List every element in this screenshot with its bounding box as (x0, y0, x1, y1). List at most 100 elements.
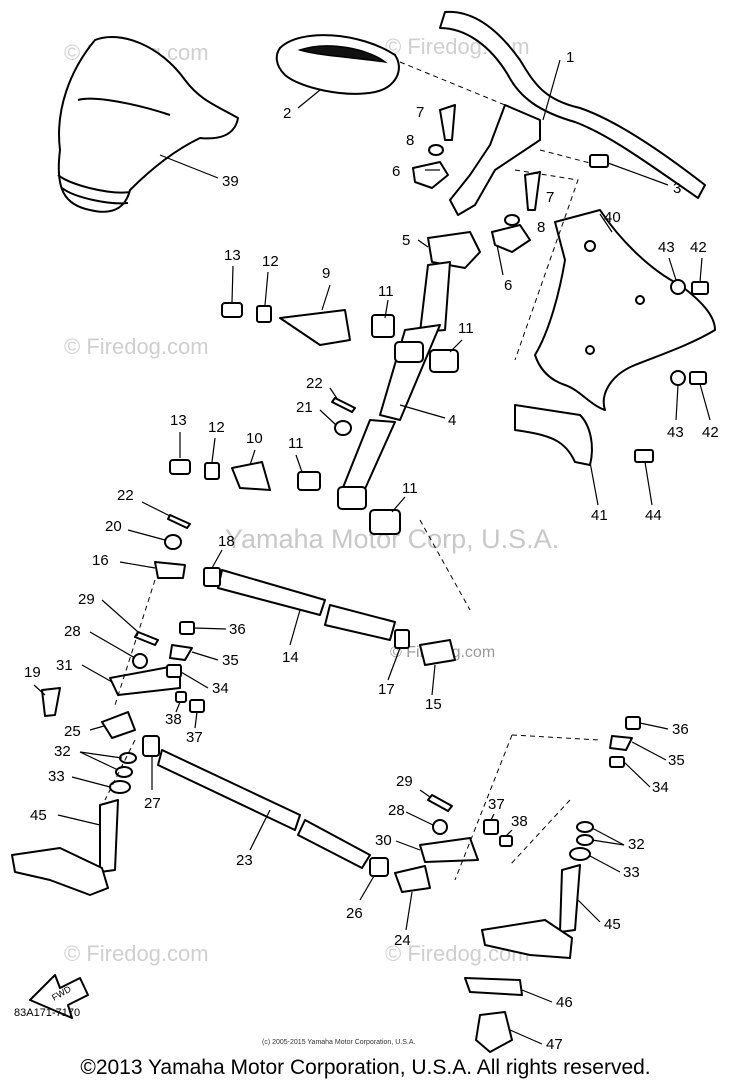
callout-24: 24 (394, 932, 411, 949)
callout-11: 11 (458, 320, 474, 337)
callout-42: 42 (690, 239, 707, 256)
part-41-guard (514, 404, 593, 466)
part-39-handle-cover (57, 35, 239, 213)
diagram-code: 83A171-7170 (14, 1007, 81, 1019)
part-44-bolt (634, 449, 654, 463)
callout-19: 19 (24, 664, 41, 681)
callout-7: 7 (416, 104, 424, 121)
callout-15: 15 (425, 696, 442, 713)
callout-14: 14 (282, 649, 299, 666)
callout-13: 13 (170, 412, 187, 429)
callout-9: 9 (322, 265, 330, 282)
callout-32: 32 (628, 836, 645, 853)
callout-7: 7 (546, 189, 554, 206)
part-5-holder (427, 231, 481, 269)
part-46-link (464, 977, 523, 996)
callout-12: 12 (208, 419, 225, 436)
callout-23: 23 (236, 852, 253, 869)
part-31-arm (109, 664, 181, 696)
callout-34: 34 (212, 680, 229, 697)
callout-43: 43 (658, 239, 675, 256)
part-42-bolt (689, 281, 709, 385)
part-17-nut (394, 629, 410, 649)
callout-28: 28 (388, 802, 405, 819)
callout-8: 8 (406, 132, 414, 149)
callout-3: 3 (673, 180, 681, 197)
part-24-ball-joint (394, 865, 431, 893)
part-18-nut (203, 567, 221, 587)
callout-27: 27 (144, 795, 161, 812)
callout-35: 35 (668, 752, 685, 769)
callout-42: 42 (702, 424, 719, 441)
callout-4: 4 (448, 412, 456, 429)
part-43-washer (670, 279, 686, 386)
part-13-bolt (169, 302, 243, 475)
part-1-handlebar (439, 10, 706, 216)
callout-38: 38 (165, 711, 182, 728)
part-23-tie-rod (157, 749, 371, 869)
callout-41: 41 (591, 507, 608, 524)
callout-11: 11 (378, 283, 394, 300)
callout-29: 29 (396, 773, 413, 790)
callout-6: 6 (392, 163, 400, 180)
callout-20: 20 (105, 518, 122, 535)
footer-copyright: ©2013 Yamaha Motor Corporation, U.S.A. A… (80, 1056, 651, 1079)
callout-13: 13 (224, 247, 241, 264)
callout-8: 8 (537, 219, 545, 236)
watermark-site: © Firedog.com (64, 941, 209, 966)
callout-12: 12 (262, 253, 279, 270)
callout-36: 36 (229, 621, 246, 638)
callout-labels: 1 2 3 4 5 6 6 7 7 8 8 9 10 11 11 11 11 1… (24, 49, 719, 1053)
callout-46: 46 (556, 994, 573, 1011)
callout-11: 11 (288, 435, 304, 452)
callout-43: 43 (667, 424, 684, 441)
part-8-washer (428, 144, 520, 226)
callout-17: 17 (378, 681, 395, 698)
callout-25: 25 (64, 723, 81, 740)
callout-2: 2 (283, 105, 291, 122)
callout-33: 33 (623, 864, 640, 881)
callout-11: 11 (402, 480, 418, 497)
part-14-tie-rod (217, 569, 396, 641)
callout-21: 21 (296, 399, 313, 416)
part-7-bolt (439, 104, 541, 211)
part-40-panel (534, 209, 716, 411)
callout-39: 39 (222, 173, 239, 190)
callout-40: 40 (604, 209, 621, 226)
callout-28: 28 (64, 623, 81, 640)
callout-36: 36 (672, 721, 689, 738)
callout-30: 30 (375, 832, 392, 849)
part-6-clamp (412, 161, 531, 253)
callout-35: 35 (222, 652, 239, 669)
part-9-bracket (279, 309, 351, 346)
callout-22: 22 (117, 487, 134, 504)
part-10-bracket (231, 461, 271, 491)
callout-45: 45 (604, 916, 621, 933)
callout-44: 44 (645, 507, 662, 524)
part-20-nut (164, 534, 182, 550)
callout-leaders (33, 169, 711, 1045)
callout-1: 1 (566, 49, 574, 66)
callout-32: 32 (54, 743, 71, 760)
callout-6: 6 (504, 277, 512, 294)
callout-18: 18 (218, 533, 235, 550)
assembly-lines (104, 61, 601, 881)
callout-33: 33 (48, 768, 65, 785)
callout-37: 37 (186, 729, 203, 746)
callout-26: 26 (346, 905, 363, 922)
part-4-steering-column (337, 261, 451, 510)
part-21-nut (334, 420, 352, 436)
watermark-site: © Firedog.com (64, 334, 209, 359)
callout-47: 47 (546, 1036, 563, 1053)
part-45-steering-arm (11, 799, 581, 959)
part-19-bolt (41, 687, 61, 717)
part-26-nut (369, 857, 389, 877)
small-copyright: (c) 2005-2015 Yamaha Motor Corporation, … (262, 1039, 416, 1046)
part-47-cap (475, 1011, 513, 1053)
part-15-tie-rod-end (419, 639, 456, 696)
callout-22: 22 (306, 375, 323, 392)
fwd-arrow: FWD (29, 974, 89, 1019)
callout-31: 31 (56, 657, 73, 674)
callout-45: 45 (30, 807, 47, 824)
